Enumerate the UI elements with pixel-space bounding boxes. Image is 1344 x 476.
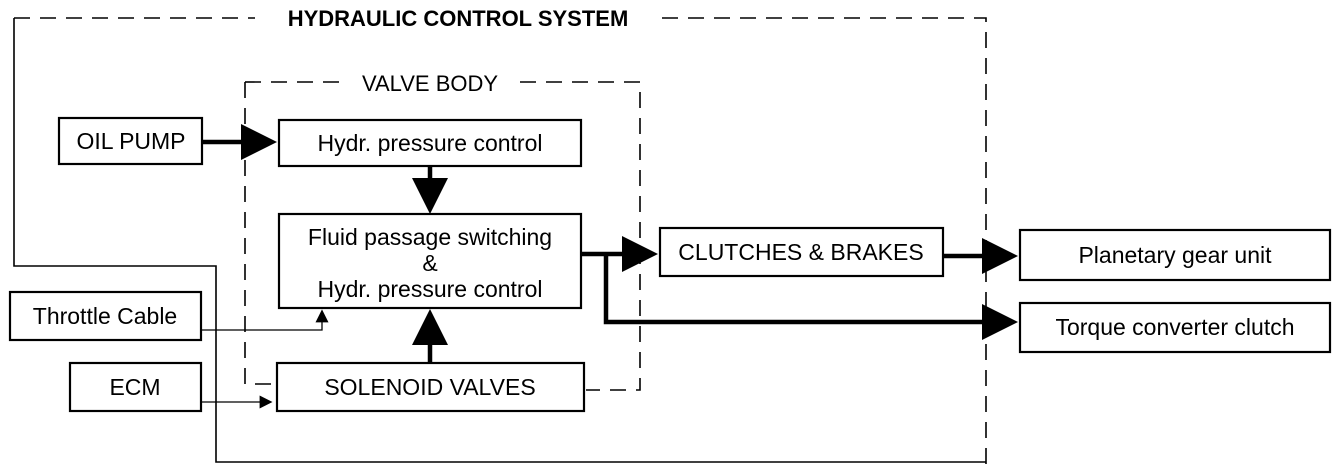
oil-pump-label: OIL PUMP	[76, 128, 185, 154]
planetary-gear-unit-label: Planetary gear unit	[1078, 242, 1272, 268]
throttle-cable-box: Throttle Cable	[8, 290, 203, 342]
fluid-passage-label-line3: Hydr. pressure control	[318, 276, 543, 302]
torque-converter-clutch-box: Torque converter clutch	[1018, 301, 1332, 354]
system-title: HYDRAULIC CONTROL SYSTEM	[288, 6, 629, 31]
hydr-pressure-control-label: Hydr. pressure control	[318, 130, 543, 156]
hydr-pressure-control-box: Hydr. pressure control	[277, 118, 583, 168]
ecm-label: ECM	[109, 374, 160, 400]
arrow-throttle-cable-to-fluid-passage	[201, 309, 329, 331]
fluid-passage-switching-box: Fluid passage switching & Hydr. pressure…	[277, 212, 583, 310]
throttle-cable-label: Throttle Cable	[33, 303, 177, 329]
solenoid-valves-label: SOLENOID VALVES	[324, 374, 535, 400]
clutches-brakes-label: CLUTCHES & BRAKES	[678, 239, 923, 265]
clutches-brakes-box: CLUTCHES & BRAKES	[658, 226, 945, 278]
valve-body-label: VALVE BODY	[362, 71, 498, 96]
arrow-fluid-passage-to-torque-converter	[603, 254, 1018, 340]
title-backdrop	[255, 4, 662, 32]
planetary-gear-unit-box: Planetary gear unit	[1018, 228, 1332, 282]
torque-converter-clutch-label: Torque converter clutch	[1055, 314, 1294, 340]
solenoid-valves-box: SOLENOID VALVES	[275, 361, 586, 413]
fluid-passage-label-line1: Fluid passage switching	[308, 224, 552, 250]
oil-pump-box: OIL PUMP	[57, 116, 204, 166]
ecm-box: ECM	[68, 361, 203, 413]
fluid-passage-label-line2: &	[422, 250, 437, 276]
